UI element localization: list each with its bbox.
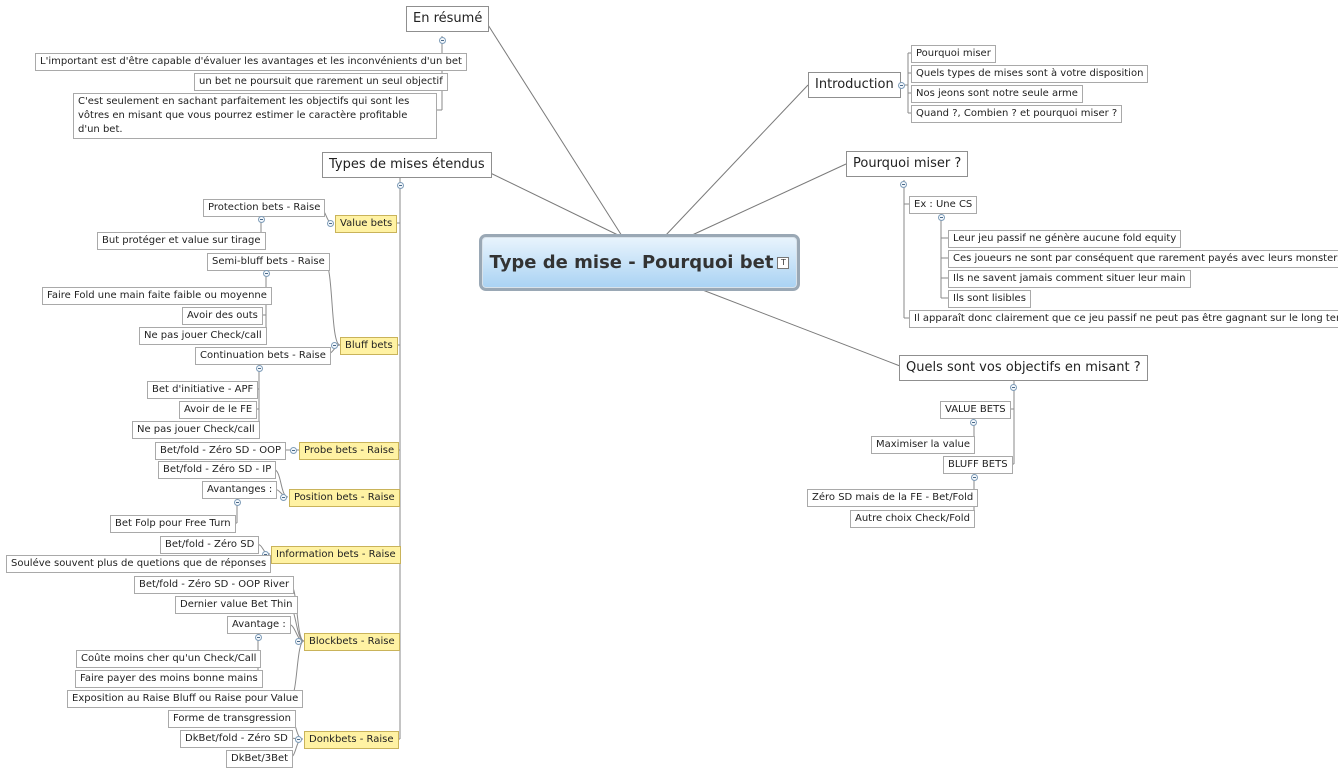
subtopic[interactable]: Semi-bluff bets - Raise — [207, 253, 330, 271]
subtopic[interactable]: Avantanges : — [202, 481, 278, 499]
central-topic-label: Type de mise - Pourquoi bet — [489, 252, 774, 273]
collapse-toggle-icon[interactable] — [938, 214, 945, 221]
category-information-bets[interactable]: Information bets - Raise — [271, 546, 401, 564]
subtopic[interactable]: Avoir des outs — [182, 307, 263, 325]
subtopic[interactable]: Avantage : — [227, 616, 291, 634]
subtopic[interactable]: Ils sont lisibles — [948, 290, 1031, 308]
topic-objectifs[interactable]: Quels sont vos objectifs en misant ? — [899, 355, 1148, 381]
collapse-toggle-icon[interactable] — [331, 342, 338, 349]
subtopic[interactable]: VALUE BETS — [940, 401, 1011, 419]
subtopic[interactable]: Ces joueurs ne sont par conséquent que r… — [948, 250, 1338, 268]
subtopic[interactable]: L'important est d'être capable d'évaluer… — [35, 53, 467, 71]
collapse-toggle-icon[interactable] — [234, 499, 241, 506]
subtopic[interactable]: BLUFF BETS — [943, 456, 1013, 474]
collapse-toggle-icon[interactable] — [258, 216, 265, 223]
subtopic[interactable]: Bet/fold - Zéro SD - OOP River — [134, 576, 295, 594]
subtopic[interactable]: Protection bets - Raise — [203, 199, 326, 217]
collapse-toggle-icon[interactable] — [970, 419, 977, 426]
subtopic[interactable]: Ne pas jouer Check/call — [139, 327, 267, 345]
topic-types-de-mises[interactable]: Types de mises étendus — [322, 152, 492, 178]
category-value-bets[interactable]: Value bets — [335, 215, 398, 233]
collapse-toggle-icon[interactable] — [280, 494, 287, 501]
collapse-toggle-icon[interactable] — [439, 37, 446, 44]
subtopic[interactable]: Continuation bets - Raise — [195, 347, 331, 365]
subtopic[interactable]: Avoir de le FE — [179, 401, 258, 419]
subtopic[interactable]: Pourquoi miser — [911, 45, 996, 63]
subtopic[interactable]: Leur jeu passif ne génère aucune fold eq… — [948, 230, 1182, 248]
category-bluff-bets[interactable]: Bluff bets — [340, 337, 398, 355]
subtopic[interactable]: Coûte moins cher qu'un Check/Call — [76, 650, 262, 668]
category-probe-bets[interactable]: Probe bets - Raise — [299, 442, 400, 460]
category-position-bets[interactable]: Position bets - Raise — [289, 489, 400, 507]
subtopic[interactable]: Bet/fold - Zéro SD — [160, 536, 260, 554]
central-topic[interactable]: Type de mise - Pourquoi bet T — [479, 234, 800, 291]
category-blockbets[interactable]: Blockbets - Raise — [304, 633, 400, 651]
subtopic[interactable]: Faire payer des moins bonne mains — [75, 670, 263, 688]
collapse-toggle-icon[interactable] — [327, 220, 334, 227]
collapse-toggle-icon[interactable] — [900, 181, 907, 188]
subtopic[interactable]: Bet/fold - Zéro SD - IP — [158, 461, 277, 479]
subtopic[interactable]: DkBet/fold - Zéro SD — [180, 730, 293, 748]
subtopic[interactable]: Ne pas jouer Check/call — [132, 421, 260, 439]
subtopic[interactable]: Nos jeons sont notre seule arme — [911, 85, 1083, 103]
topic-en-resume[interactable]: En résumé — [406, 6, 490, 32]
subtopic[interactable]: Quand ?, Combien ? et pourquoi miser ? — [911, 105, 1123, 123]
subtopic[interactable]: But protéger et value sur tirage — [97, 232, 266, 250]
collapse-toggle-icon[interactable] — [255, 634, 262, 641]
subtopic[interactable]: Il apparaît donc clairement que ce jeu p… — [909, 310, 1338, 328]
subtopic[interactable]: C'est seulement en sachant parfaitement … — [73, 93, 437, 139]
collapse-toggle-icon[interactable] — [263, 270, 270, 277]
subtopic[interactable]: Bet d'initiative - APF — [147, 381, 259, 399]
subtopic[interactable]: Souléve souvent plus de quetions que de … — [6, 555, 272, 573]
subtopic[interactable]: DkBet/3Bet — [226, 750, 294, 768]
collapse-toggle-icon[interactable] — [256, 365, 263, 372]
collapse-toggle-icon[interactable] — [898, 82, 905, 89]
subtopic[interactable]: Faire Fold une main faite faible ou moye… — [42, 287, 272, 305]
subtopic[interactable]: Quels types de mises sont à votre dispos… — [911, 65, 1149, 83]
collapse-toggle-icon[interactable] — [290, 447, 297, 454]
subtopic[interactable]: Ils ne savent jamais comment situer leur… — [948, 270, 1191, 288]
subtopic[interactable]: Ex : Une CS — [909, 196, 978, 214]
collapse-toggle-icon[interactable] — [295, 736, 302, 743]
subtopic[interactable]: Dernier value Bet Thin — [175, 596, 298, 614]
subtopic[interactable]: Autre choix Check/Fold — [850, 510, 975, 528]
topic-pourquoi-miser[interactable]: Pourquoi miser ? — [846, 151, 969, 177]
subtopic[interactable]: Exposition au Raise Bluff ou Raise pour … — [67, 690, 304, 708]
collapse-toggle-icon[interactable] — [971, 474, 978, 481]
subtopic[interactable]: Forme de transgression — [168, 710, 296, 728]
subtopic[interactable]: Bet Folp pour Free Turn — [110, 515, 236, 533]
subtopic[interactable]: Zéro SD mais de la FE - Bet/Fold — [807, 489, 979, 507]
subtopic[interactable]: un bet ne poursuit que rarement un seul … — [194, 73, 448, 91]
collapse-toggle-icon[interactable] — [1010, 384, 1017, 391]
collapse-toggle-icon[interactable] — [397, 182, 404, 189]
collapse-toggle-icon[interactable] — [295, 638, 302, 645]
subtopic[interactable]: Bet/fold - Zéro SD - OOP — [155, 442, 287, 460]
category-donkbets[interactable]: Donkbets - Raise — [304, 731, 399, 749]
topic-introduction[interactable]: Introduction — [808, 72, 901, 98]
note-icon[interactable]: T — [777, 256, 790, 269]
subtopic[interactable]: Maximiser la value — [871, 436, 976, 454]
